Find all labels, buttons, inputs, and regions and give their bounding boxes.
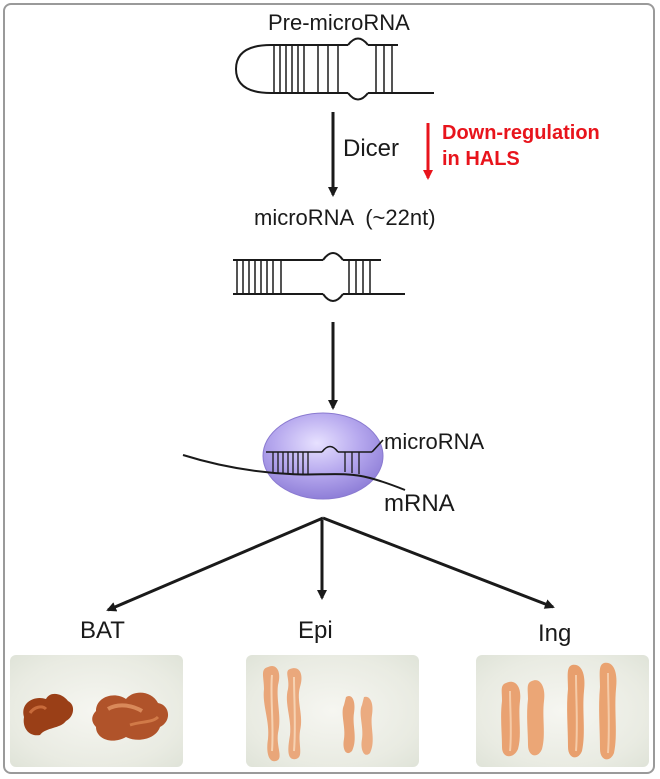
complex-microrna-label: microRNA — [384, 429, 485, 454]
mature-microrna-label: microRNA (~22nt) — [254, 205, 436, 230]
ing-label: Ing — [538, 620, 572, 647]
epi-label: Epi — [298, 617, 333, 644]
mrna-strand — [182, 454, 406, 491]
bat-tissue-photo — [10, 655, 183, 767]
microrna-duplex — [233, 252, 405, 302]
down-regulation-label: Down-regulation — [442, 122, 600, 144]
pre-microrna-label: Pre-microRNA — [268, 10, 410, 35]
risc-complex — [262, 412, 384, 500]
bat-label: BAT — [80, 617, 125, 644]
ing-tissue-photo — [476, 655, 649, 767]
mrna-label: mRNA — [384, 490, 455, 517]
bound-microrna — [266, 439, 384, 475]
figure-frame — [3, 3, 655, 774]
epi-tissue-photo — [246, 655, 419, 767]
pre-microrna-hairpin — [234, 37, 434, 101]
branch-arrows — [106, 516, 555, 612]
in-hals-label: in HALS — [442, 148, 520, 170]
dicer-label: Dicer — [343, 135, 400, 162]
